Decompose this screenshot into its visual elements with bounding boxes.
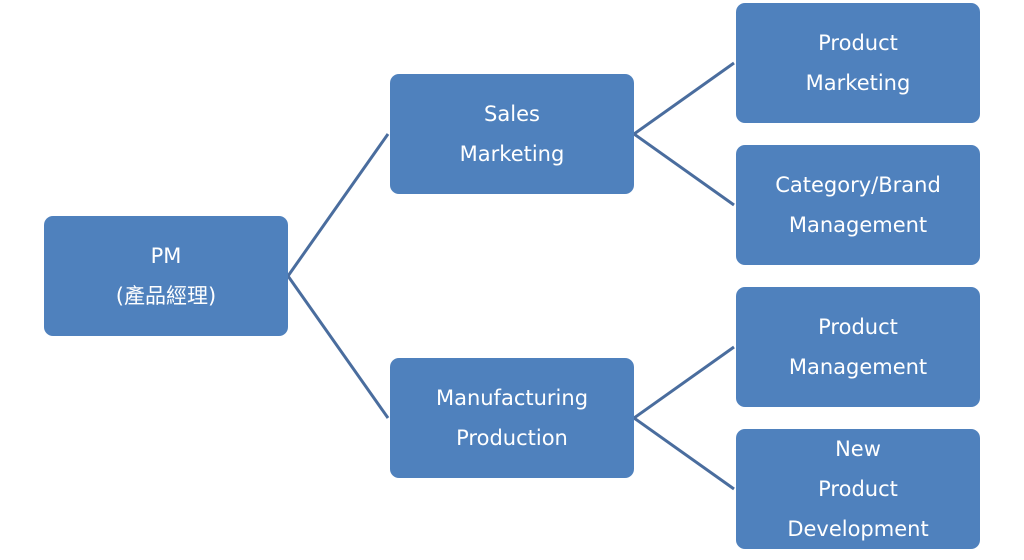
connector-manufacturing-product-management	[633, 345, 735, 420]
node-sales-marketing: Sales Marketing	[390, 74, 634, 194]
node-pm-line-1: PM	[150, 244, 182, 268]
node-pm: PM (產品經理)	[44, 216, 288, 336]
connector-pm-manufacturing	[286, 275, 390, 419]
node-product-management-line-2: Management	[788, 355, 928, 379]
connector-manufacturing-new-product	[633, 416, 735, 491]
node-sales-marketing-line-2: Marketing	[459, 142, 565, 166]
connector-sales-category	[633, 132, 735, 207]
node-new-product-development: New Product Development	[736, 429, 980, 549]
node-pm-line-2: (產品經理)	[115, 284, 217, 308]
node-manufacturing-production-line-1: Manufacturing	[435, 386, 589, 410]
node-new-product-development-line-1: New	[835, 437, 881, 461]
node-manufacturing-production-line-2: Production	[456, 426, 568, 450]
node-new-product-development-line-3: Development	[787, 517, 929, 541]
node-category-brand-management-line-2: Management	[788, 213, 928, 237]
node-manufacturing-production: Manufacturing Production	[390, 358, 634, 478]
node-product-marketing-line-2: Marketing	[805, 71, 911, 95]
node-product-management-line-1: Product	[818, 315, 898, 339]
node-product-marketing-line-1: Product	[818, 31, 898, 55]
connector-pm-sales	[286, 133, 390, 277]
node-category-brand-management-line-1: Category/Brand	[775, 173, 941, 197]
node-category-brand-management: Category/Brand Management	[736, 145, 980, 265]
node-product-marketing: Product Marketing	[736, 3, 980, 123]
node-product-management: Product Management	[736, 287, 980, 407]
node-new-product-development-line-2: Product	[818, 477, 898, 501]
connector-sales-product-marketing	[633, 61, 735, 136]
node-sales-marketing-line-1: Sales	[484, 102, 540, 126]
